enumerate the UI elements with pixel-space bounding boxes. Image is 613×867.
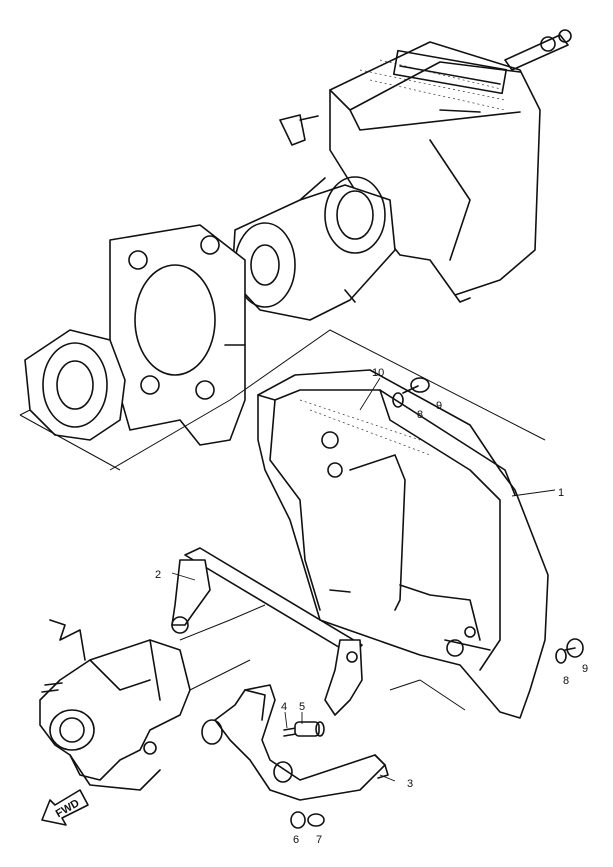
- assembly-line-left: [109, 329, 546, 471]
- callout-line-10: [359, 377, 381, 411]
- callout-6: 6: [293, 834, 299, 846]
- small-bracket-top-left: [279, 114, 319, 146]
- nut-7: [307, 813, 325, 827]
- washer-8-upper: [392, 392, 404, 408]
- fwd-arrow-icon: FWD: [41, 789, 89, 826]
- bolt-9-right: [564, 638, 584, 658]
- callout-10: 10: [372, 367, 384, 379]
- callout-3: 3: [407, 778, 413, 790]
- intake-joint: [231, 176, 396, 321]
- callout-9-right: 9: [582, 663, 588, 675]
- spring-4: [283, 727, 297, 737]
- callout-2: 2: [155, 569, 161, 581]
- callout-7: 7: [316, 834, 322, 846]
- collar-5: [294, 721, 325, 737]
- callout-5: 5: [299, 701, 305, 713]
- callout-line-1: [511, 489, 556, 497]
- box-bolt-top-right: [504, 29, 572, 71]
- bolt-6: [290, 811, 306, 829]
- fwd-label: FWD: [54, 797, 82, 820]
- gasket-plate: [109, 224, 246, 446]
- callout-line-3: [379, 774, 396, 782]
- bolt-9-upper: [402, 377, 430, 394]
- callout-4: 4: [281, 701, 287, 713]
- callout-line-2: [171, 572, 196, 581]
- callout-8-right: 8: [563, 675, 569, 687]
- carburetor: [39, 619, 191, 791]
- callout-1: 1: [558, 487, 564, 499]
- washer-8-right: [555, 648, 567, 664]
- callout-8-upper: 8: [417, 409, 423, 421]
- front-plate: [19, 329, 126, 471]
- callout-line-4: [284, 711, 288, 729]
- callout-9-upper: 9: [436, 400, 442, 412]
- housing-cover: [257, 369, 549, 719]
- lever-arm: [201, 684, 389, 801]
- assembly-line-lower: [179, 604, 466, 711]
